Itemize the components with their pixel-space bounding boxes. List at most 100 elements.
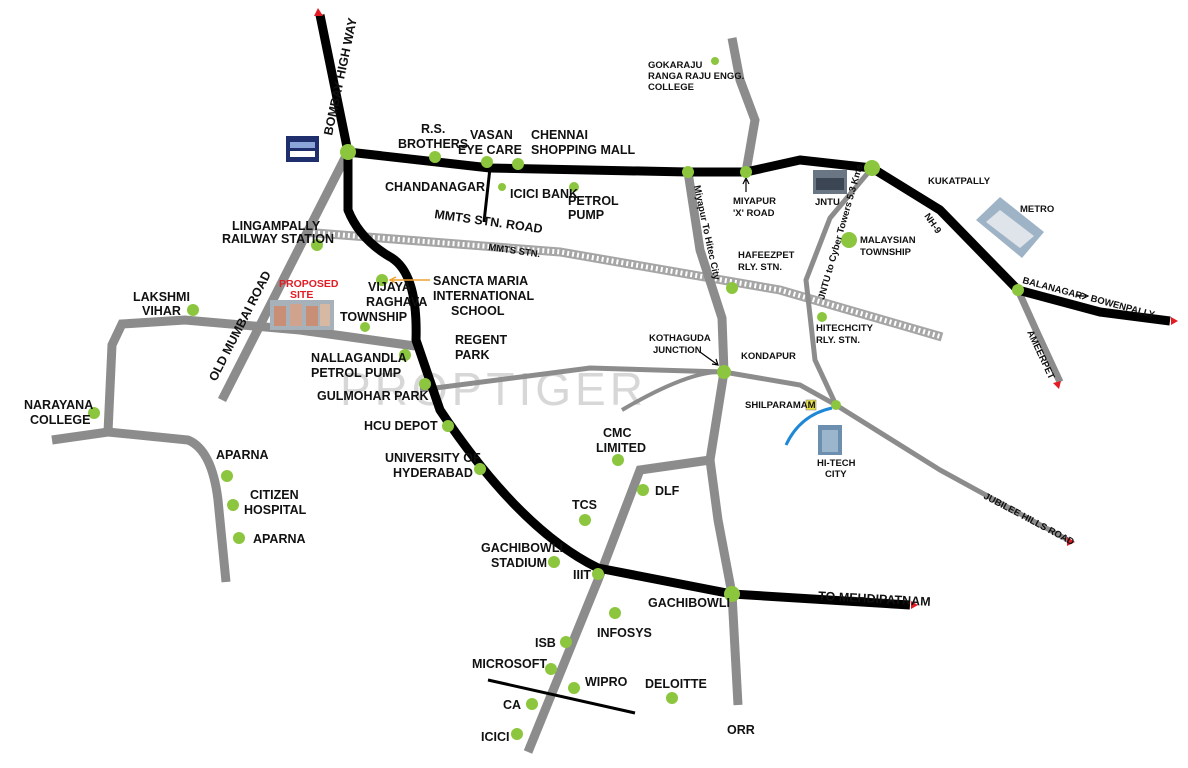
junction-dot — [831, 400, 841, 410]
landmark-dot — [474, 463, 486, 475]
landmark-dot — [221, 470, 233, 482]
sancta-maria-label: SANCTA MARIA INTERNATIONAL SCHOOL — [433, 274, 537, 318]
lakshmi-vihar-road — [103, 315, 416, 433]
landmark-dot — [579, 514, 591, 526]
wipro-label: WIPRO — [585, 675, 628, 689]
east-arrow-icon — [1171, 317, 1178, 325]
miyapur-hitec-road — [683, 171, 743, 706]
vijaya-label: VIJAYA RAGHAVA TOWNSHIP — [340, 280, 430, 324]
icici-label: ICICI — [481, 730, 509, 744]
landmark-dot — [526, 698, 538, 710]
orr-label: ORR — [727, 723, 755, 737]
kothaguda-branch — [620, 369, 725, 412]
kukatpally-label: KUKATPALLY — [928, 176, 991, 187]
landmark-dot — [227, 499, 239, 511]
aparna-2-label: APARNA — [253, 532, 306, 546]
landmark-dot — [569, 182, 579, 192]
icici-bank-label: ICICI BANK — [510, 187, 578, 201]
landmark-dot — [187, 304, 199, 316]
hitech-arc — [784, 406, 833, 446]
tcs-label: TCS — [572, 498, 597, 512]
landmark-dot — [442, 420, 454, 432]
gulmohar-label: GULMOHAR PARK — [317, 389, 429, 403]
ameerpet-road — [1014, 288, 1064, 384]
ameerpet-arrow-icon — [1053, 381, 1061, 389]
hitech-city-image — [818, 425, 842, 455]
hitechcity-rly-label: HITECHCITY RLY. STN. — [816, 323, 875, 346]
miyapur-x-label: MIYAPUR 'X' ROAD — [733, 196, 779, 219]
gokaraju-label: GOKARAJU RANGA RAJU ENGG. COLLEGE — [648, 60, 747, 93]
metro-label: METRO — [1020, 204, 1054, 215]
bombay-highway — [315, 14, 353, 153]
chandanagar-label: CHANDANAGAR — [385, 180, 485, 194]
landmark-dot — [511, 728, 523, 740]
landmark-dot — [498, 183, 506, 191]
regent-park-label: REGENT PARK — [455, 333, 511, 362]
jntu-cyber-road — [803, 166, 874, 407]
main-road-south — [343, 152, 911, 610]
landmark-dot — [311, 239, 323, 251]
citizen-label: CITIZEN HOSPITAL — [244, 488, 307, 517]
mmts-stn-label: MMTS STN. — [488, 242, 541, 260]
landmark-dot — [545, 663, 557, 675]
jntu-building-image — [813, 170, 847, 194]
junction-dot — [340, 144, 356, 160]
kondapur-label: KONDAPUR — [741, 351, 796, 362]
landmark-dot — [817, 312, 827, 322]
microsoft-label: MICROSOFT — [472, 657, 547, 671]
balanagar-arrow — [1076, 292, 1090, 300]
malaysian-label: MALAYSIAN TOWNSHIP — [860, 235, 918, 258]
landmark-dot — [376, 274, 388, 286]
mmts-road-label: MMTS STN. ROAD — [434, 207, 544, 236]
lakshmi-vihar-label: LAKSHMI VIHAR — [133, 290, 193, 318]
infosys-label: INFOSYS — [597, 626, 652, 640]
landmark-dot — [711, 57, 719, 65]
main-road-east — [347, 147, 1171, 326]
malaysian-dot — [841, 232, 857, 248]
narayana-road — [51, 427, 231, 583]
kothaguda-label: KOTHAGUDA JUNCTION — [649, 333, 713, 356]
junction-dot — [740, 166, 752, 178]
proposed-site-label: PROPOSED SITE — [279, 278, 341, 301]
ca-label: CA — [503, 698, 521, 712]
kothaguda-pointer-arrow — [699, 351, 719, 366]
landmark-dot — [419, 378, 431, 390]
chandanagar-link — [482, 167, 492, 223]
gachibowli-road — [523, 455, 711, 754]
landmark-dot — [360, 322, 370, 332]
aparna-1-label: APARNA — [216, 448, 269, 462]
jntu-label: JNTU — [815, 197, 840, 208]
proposed-site-image — [270, 300, 334, 330]
jubilee-arrow-icon — [1067, 537, 1075, 546]
junction-dot — [724, 586, 740, 602]
kothaguda-road — [419, 365, 1070, 543]
landmark-dot — [560, 636, 572, 648]
gachibowli-stadium-label: GACHIBOWLI STADIUM — [481, 541, 566, 570]
watermark: PROPTIGER — [340, 363, 647, 415]
old-mumbai-road — [217, 149, 353, 403]
dlf-label: DLF — [655, 484, 680, 498]
junction-dot — [864, 160, 880, 176]
landmark-dot — [592, 568, 604, 580]
landmark-dot — [612, 454, 624, 466]
junction-dot — [682, 166, 694, 178]
landmark-dot — [481, 156, 493, 168]
landmark-dot — [233, 532, 245, 544]
hcu-depot-label: HCU DEPOT — [364, 419, 438, 433]
nallagandla-label: NALLAGANDLA PETROL PUMP — [311, 351, 410, 380]
north-arrow-icon — [314, 8, 323, 16]
landmark-dot — [512, 158, 524, 170]
iiit-label: IIIT — [573, 568, 591, 582]
gachibowli-label: GACHIBOWLI — [648, 596, 730, 610]
narayana-label: NARAYANA COLLEGE — [24, 398, 96, 427]
lingampally-label: LINGAMPALLY RAILWAY STATION — [222, 219, 334, 246]
ca-road — [487, 678, 636, 715]
landmark-dot — [637, 484, 649, 496]
deloitte-label: DELOITTE — [645, 677, 707, 691]
mmts-railway — [302, 227, 944, 342]
landmark-dot — [609, 607, 621, 619]
hafeezpet-label: HAFEEZPET RLY. STN. — [738, 250, 797, 273]
vasan-label: VASAN EYE CARE — [458, 128, 522, 157]
hitech-city-label: HI-TECH CITY — [817, 458, 858, 480]
